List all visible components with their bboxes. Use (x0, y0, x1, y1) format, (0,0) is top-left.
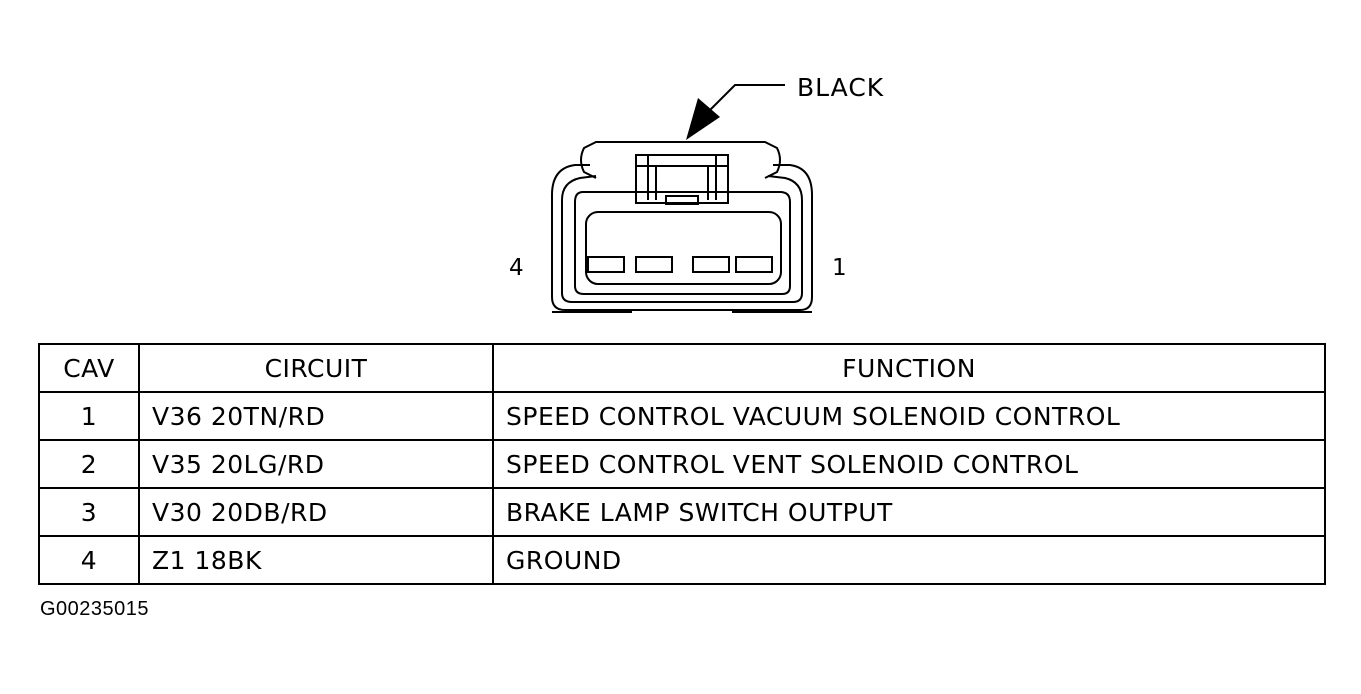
cell-circuit: V35 20LG/RD (138, 439, 494, 489)
cell-function: SPEED CONTROL VENT SOLENOID CONTROL (492, 439, 1326, 489)
connector-diagram: BLACK 4 1 (509, 73, 884, 313)
cell-cav: 2 (38, 439, 140, 489)
cavity-3-terminal (635, 256, 673, 273)
header-function: FUNCTION (492, 343, 1326, 393)
cavity-label-4: 4 (509, 255, 524, 281)
table-row: 3 V30 20DB/RD BRAKE LAMP SWITCH OUTPUT (38, 487, 1326, 537)
cell-circuit: Z1 18BK (138, 535, 494, 585)
color-callout-arrow (686, 84, 785, 140)
terminal-cavities (587, 256, 773, 273)
cell-function: GROUND (492, 535, 1326, 585)
cavity-4-terminal (587, 256, 625, 273)
cell-function: SPEED CONTROL VACUUM SOLENOID CONTROL (492, 391, 1326, 441)
cell-cav: 1 (38, 391, 140, 441)
cell-circuit: V30 20DB/RD (138, 487, 494, 537)
figure-id: G00235015 (40, 598, 150, 620)
table-header-row: CAV CIRCUIT FUNCTION (38, 343, 1326, 393)
header-circuit: CIRCUIT (138, 343, 494, 393)
pinout-table: CAV CIRCUIT FUNCTION 1 V36 20TN/RD SPEED… (38, 343, 1326, 585)
table-row: 4 Z1 18BK GROUND (38, 535, 1326, 585)
connector-color-label: BLACK (797, 73, 884, 102)
cavity-1-terminal (735, 256, 773, 273)
cell-cav: 3 (38, 487, 140, 537)
cell-function: BRAKE LAMP SWITCH OUTPUT (492, 487, 1326, 537)
header-cav: CAV (38, 343, 140, 393)
cell-cav: 4 (38, 535, 140, 585)
cavity-2-terminal (692, 256, 730, 273)
cavity-label-1: 1 (832, 255, 847, 281)
connector-body (551, 141, 813, 313)
cell-circuit: V36 20TN/RD (138, 391, 494, 441)
table-row: 2 V35 20LG/RD SPEED CONTROL VENT SOLENOI… (38, 439, 1326, 489)
table-row: 1 V36 20TN/RD SPEED CONTROL VACUUM SOLEN… (38, 391, 1326, 441)
